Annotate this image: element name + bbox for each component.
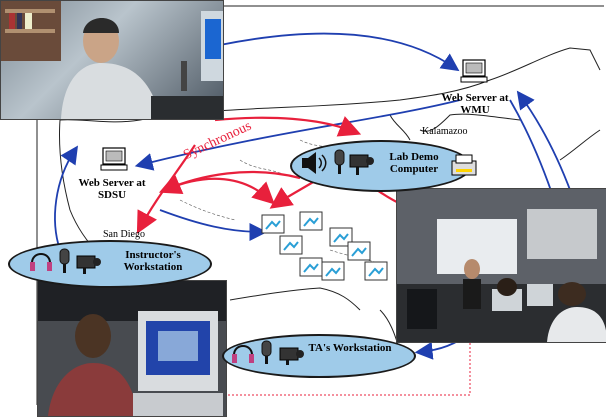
- lab-demo-computer-label: Lab Demo Computer: [389, 151, 439, 175]
- san-diego-label: San Diego: [103, 229, 145, 240]
- instructors-workstation-label: Instructor's Workstation: [123, 249, 183, 273]
- arrow-wmu-to-sdsu: [134, 99, 461, 171]
- photo-illustration: [1, 1, 223, 119]
- web-server-sdsu-label: Web Server at SDSU: [78, 177, 146, 201]
- document-icon: [299, 211, 323, 231]
- tas-workstation-label: TA's Workstation: [308, 342, 392, 354]
- photo-illustration: [397, 189, 606, 342]
- document-icon: [261, 214, 285, 234]
- us-map-outline: [59, 47, 601, 346]
- printer-icon: [451, 154, 477, 176]
- sync-arrow-to-instructor: [136, 144, 196, 234]
- document-icon: [347, 241, 371, 261]
- ta-workstation-photo: [37, 280, 227, 417]
- video-camera-icon: [76, 255, 101, 274]
- kalamazoo-label: Kalamazoo: [422, 126, 468, 137]
- web-server-wmu-label: Web Server at WMU: [441, 92, 509, 116]
- sync-arrow-sdsu-to-content: [164, 177, 275, 205]
- microphone-icon: [59, 248, 70, 273]
- computer-icon: [460, 59, 488, 83]
- microphone-icon: [261, 340, 272, 364]
- document-icon: [364, 261, 388, 281]
- arrow-sdsu-to-content: [159, 209, 268, 241]
- tas-workstation-ellipse: [222, 334, 416, 378]
- document-icon: [329, 227, 353, 247]
- dotted-connector: [228, 330, 471, 396]
- headphones-icon: [30, 253, 52, 271]
- computer-icon: [100, 147, 128, 171]
- instructor-headset-photo: [0, 0, 224, 120]
- arrow-photo-to-wmu: [219, 32, 460, 72]
- document-icon: [279, 235, 303, 255]
- microphone-icon: [334, 149, 345, 174]
- sync-arrow-to-lab: [214, 116, 362, 137]
- video-camera-icon: [349, 154, 374, 175]
- arrow-instructor-to-sdsu: [54, 145, 78, 251]
- headphones-icon: [232, 345, 254, 363]
- lab-classroom-photo: [396, 188, 606, 343]
- document-icon: [321, 261, 345, 281]
- video-camera-icon: [279, 347, 304, 365]
- content-documents: [261, 211, 388, 281]
- instructors-workstation-ellipse: [8, 240, 212, 288]
- photo-illustration: [38, 281, 226, 416]
- speaker-icon: [302, 152, 327, 174]
